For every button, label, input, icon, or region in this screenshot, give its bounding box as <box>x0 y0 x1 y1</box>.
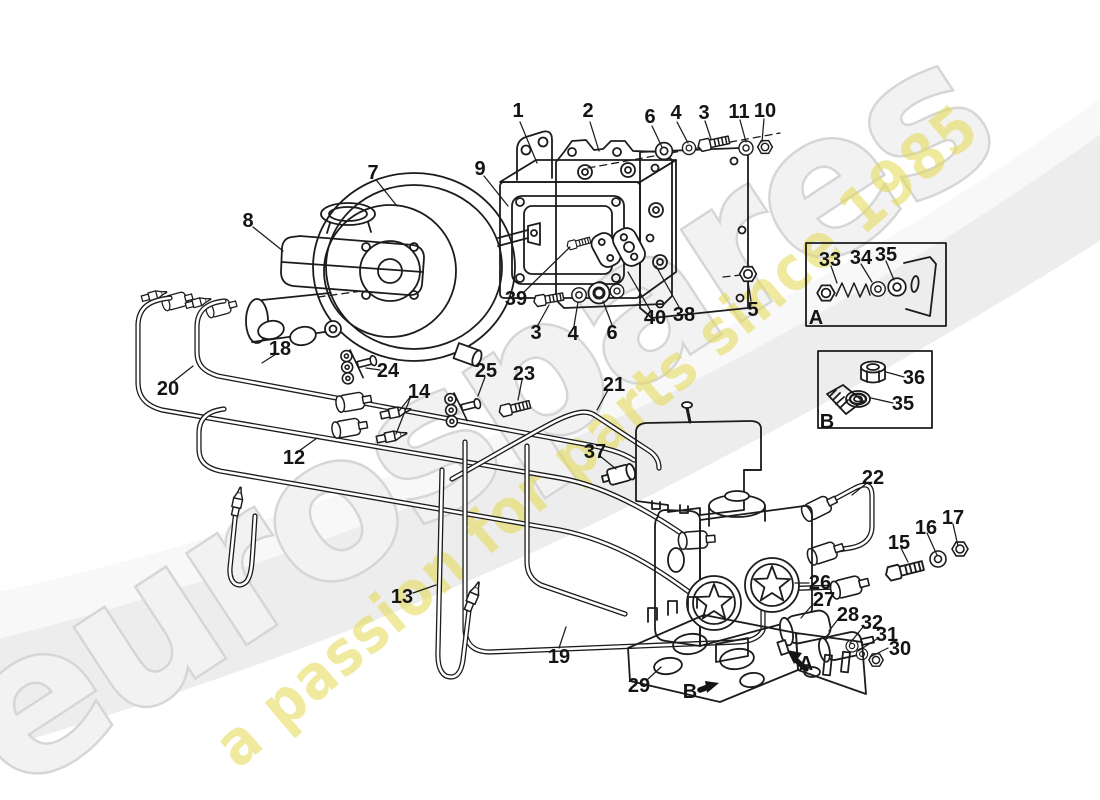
inset-box-a <box>805 242 947 327</box>
servo-bracket-frame <box>555 139 673 309</box>
servo-fixings <box>532 265 758 308</box>
pipe-19b-core <box>525 444 627 616</box>
part-label-5: 5 <box>747 299 758 321</box>
part-label-6: 6 <box>644 106 655 128</box>
part-label-31: 31 <box>876 624 898 646</box>
pipe-13-core <box>436 468 472 679</box>
part-label-23: 23 <box>513 363 535 385</box>
part-label-16: 16 <box>915 517 937 539</box>
part-label-11: 11 <box>728 101 749 123</box>
part-label-24: 24 <box>377 360 400 382</box>
part-label-6: 6 <box>606 322 617 344</box>
part-label-3: 3 <box>530 322 541 344</box>
part-label-36: 36 <box>903 367 925 389</box>
part-label-25: 25 <box>475 360 497 382</box>
part-label-B: B <box>820 411 834 433</box>
part-label-B: B <box>683 681 697 703</box>
view-arrow-a <box>787 650 809 672</box>
part-label-A: A <box>799 653 813 675</box>
pipe-12-core <box>197 407 702 602</box>
part-label-10: 10 <box>754 100 776 122</box>
part-label-28: 28 <box>837 604 859 626</box>
abs-bracket-29 <box>627 596 867 703</box>
part-label-12: 12 <box>283 447 305 469</box>
part-label-40: 40 <box>644 307 666 329</box>
pressure-switch-37 <box>601 462 636 486</box>
pipe-22-core <box>816 483 874 554</box>
part-label-14: 14 <box>408 381 431 403</box>
part-label-3: 3 <box>698 102 709 124</box>
part-label-4: 4 <box>567 323 579 345</box>
part-label-30: 30 <box>889 638 911 660</box>
brake-booster <box>312 172 541 367</box>
part-label-4: 4 <box>670 102 682 124</box>
part-label-8: 8 <box>242 210 253 232</box>
grommet <box>324 320 342 338</box>
mounting-bracket <box>516 130 553 181</box>
view-arrow-b <box>697 681 719 693</box>
part-label-35: 35 <box>892 393 914 415</box>
part-label-13: 13 <box>391 586 413 608</box>
part-label-A: A <box>809 307 823 329</box>
part-label-33: 33 <box>819 249 841 271</box>
part-label-15: 15 <box>888 532 910 554</box>
part-label-2: 2 <box>582 100 593 122</box>
part-label-29: 29 <box>628 675 650 697</box>
inset-box-b <box>817 350 933 429</box>
part-label-26: 26 <box>809 572 831 594</box>
leader-lines <box>173 118 959 680</box>
brake-pipes <box>135 295 875 680</box>
part-label-38: 38 <box>673 304 695 326</box>
part-label-35: 35 <box>875 244 897 266</box>
part-label-18: 18 <box>269 338 291 360</box>
watermark-band <box>0 110 1100 749</box>
watermark-band-highlight <box>0 98 1100 639</box>
nut-5 <box>738 265 758 283</box>
pipe-21-core <box>450 410 661 481</box>
abs-cover <box>635 401 762 516</box>
part-label-7: 7 <box>367 162 378 184</box>
part-label-32: 32 <box>861 612 883 634</box>
part-label-9: 9 <box>474 158 485 180</box>
part-label-37: 37 <box>584 441 606 463</box>
part-label-20: 20 <box>157 378 179 400</box>
hose-left-core <box>228 507 257 587</box>
part-label-21: 21 <box>603 374 625 396</box>
part-label-17: 17 <box>942 507 964 529</box>
pipe-20-core <box>136 296 690 540</box>
pushrod-plates <box>590 227 646 268</box>
part-label-19: 19 <box>548 646 570 668</box>
part-label-39: 39 <box>505 288 527 310</box>
pipe-18-core <box>195 299 636 462</box>
part-label-34: 34 <box>850 247 873 269</box>
part-label-1: 1 <box>512 100 523 122</box>
master-cylinder <box>245 202 425 347</box>
part-label-27: 27 <box>813 589 835 611</box>
part-label-22: 22 <box>862 467 884 489</box>
